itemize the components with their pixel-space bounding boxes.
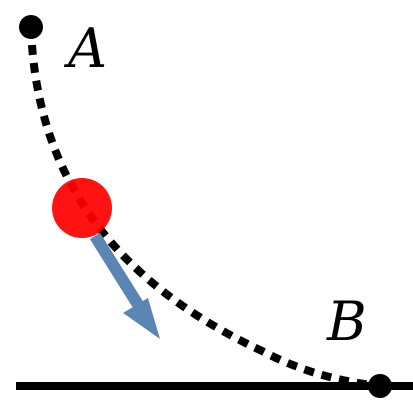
point-b-marker xyxy=(368,374,392,398)
ball xyxy=(52,178,112,238)
point-a-marker xyxy=(19,15,43,39)
point-a-label: A xyxy=(63,17,107,80)
velocity-arrow xyxy=(89,232,160,339)
point-b-label: B xyxy=(326,290,367,353)
curved-path xyxy=(27,26,381,390)
